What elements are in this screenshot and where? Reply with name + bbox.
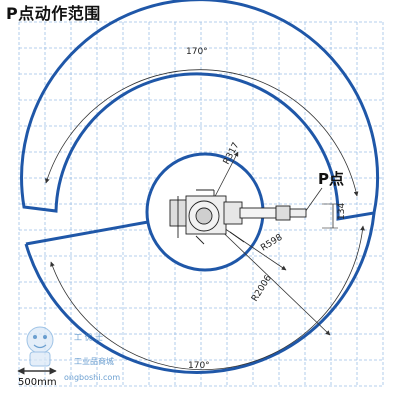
- watermark-logo: 工 优 士 工业品商城 ongboshi.com: [26, 326, 120, 382]
- scale-label: 500mm: [18, 377, 57, 388]
- watermark-line1: 工业品商城: [74, 356, 114, 366]
- radius-r2006-line: [207, 217, 331, 336]
- robot-top-view: [169, 189, 307, 245]
- r317-label: R317: [222, 141, 242, 166]
- p-point-label: P点: [318, 170, 344, 188]
- p-point-leader: [304, 187, 323, 213]
- bottom-angle-label: 170°: [188, 361, 210, 371]
- radius-r598-line: [214, 221, 287, 271]
- r598-label: R598: [259, 233, 284, 254]
- bottom-angle-arc: [50, 225, 365, 371]
- page-title: P点动作范围: [6, 4, 101, 23]
- r2006-label: R2006: [250, 273, 274, 303]
- top-angle-label: 170°: [186, 47, 208, 57]
- offset-label: 134: [337, 203, 347, 220]
- top-angle-arc: [44, 69, 359, 197]
- watermark-line2: ongboshi.com: [64, 373, 120, 382]
- lower-notch: [25, 220, 149, 246]
- watermark-brand: 工 优 士: [74, 332, 103, 342]
- outer-envelope: [20, 0, 380, 221]
- outer-envelope-lower: [24, 212, 376, 374]
